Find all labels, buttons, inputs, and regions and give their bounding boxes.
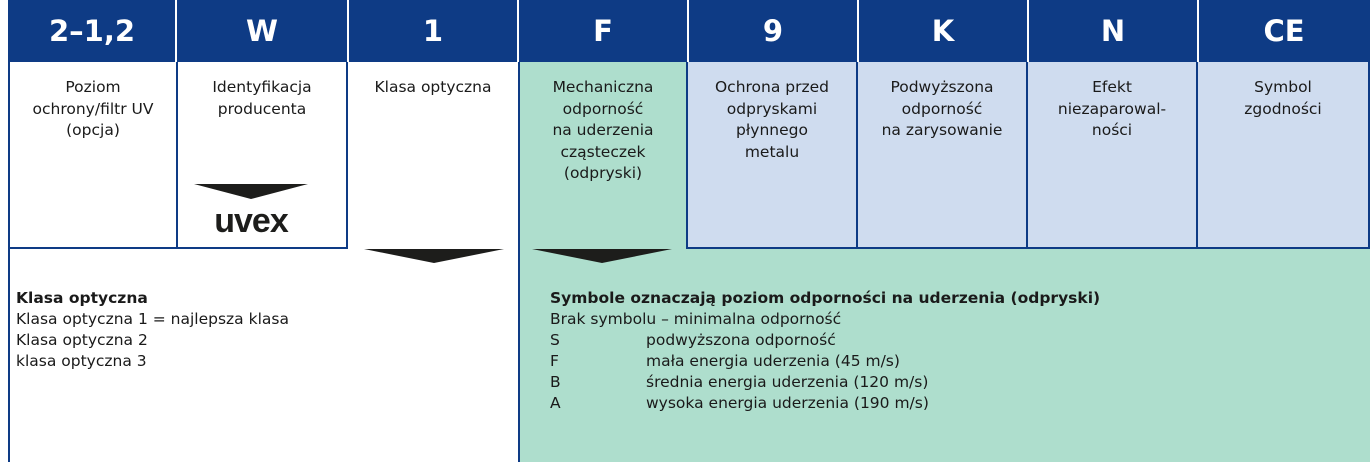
desc-ce: Symbol zgodności	[1198, 62, 1370, 249]
desc-line: zgodności	[1244, 99, 1322, 118]
desc-molten-metal: Ochrona przed odpryskami płynnego metalu	[688, 62, 858, 249]
desc-line: (odpryski)	[563, 164, 643, 182]
code-manufacturer: W	[246, 14, 278, 48]
code-cell-ce: CE	[1198, 0, 1370, 62]
symbol-desc: wysoka energia uderzenia (190 m/s)	[646, 394, 929, 412]
code-cell-uv: 2–1,2	[8, 0, 176, 62]
symbol-code: B	[550, 373, 561, 391]
code-uv: 2–1,2	[48, 14, 136, 48]
desc-optical: Klasa optyczna	[348, 62, 518, 249]
desc-antifog: Efekt niezaparowal- ności	[1028, 62, 1198, 249]
desc-line: producenta	[217, 99, 307, 118]
optical-note-title: Klasa optyczna	[16, 289, 148, 307]
header-divider	[175, 0, 177, 62]
desc-line: metalu	[744, 142, 800, 161]
arrow-down-wedge-icon	[194, 184, 308, 199]
optical-note: Klasa optyczna Klasa optyczna 1 = najlep…	[16, 288, 289, 372]
code-cell-antifog: N	[1028, 0, 1198, 62]
header-divider	[347, 0, 349, 62]
code-cell-mechanical: F	[518, 0, 688, 62]
desc-mechanical: Mechaniczna odporność na uderzenia cząst…	[518, 62, 688, 249]
desc-line: Mechaniczna	[552, 78, 654, 96]
code-cell-manufacturer: W	[176, 0, 348, 62]
header-divider	[687, 0, 689, 62]
desc-line: Efekt	[1092, 78, 1132, 96]
symbol-code: F	[550, 352, 559, 370]
desc-line: (opcja)	[66, 121, 120, 139]
desc-line: Identyfikacja	[212, 78, 312, 96]
desc-line: na zarysowanie	[881, 121, 1003, 139]
symbol-desc: podwyższona odporność	[646, 331, 836, 349]
arrow-down-wedge-icon	[364, 249, 504, 263]
header-divider	[1197, 0, 1199, 62]
desc-line: cząsteczek	[560, 142, 646, 161]
optical-note-line: Klasa optyczna 1 = najlepsza klasa	[16, 310, 289, 328]
desc-line: ności	[1091, 121, 1133, 139]
desc-uv: Poziom ochrony/filtr UV (opcja)	[8, 62, 178, 249]
optical-note-line: Klasa optyczna 2	[16, 331, 148, 349]
svg-text:uvex: uvex	[214, 202, 289, 237]
desc-line: ochrony/filtr UV	[32, 99, 154, 118]
impact-note-title: Symbole oznaczają poziom odporności na u…	[550, 289, 1101, 307]
symbol-row: B średnia energia uderzenia (120 m/s)	[550, 372, 1100, 393]
code-cell-molten-metal: 9	[688, 0, 858, 62]
code-ce: CE	[1263, 14, 1305, 48]
left-border	[8, 249, 10, 462]
code-cell-scratch: K	[858, 0, 1028, 62]
desc-scratch: Podwyższona odporność na zarysowanie	[858, 62, 1028, 249]
impact-note-intro: Brak symbolu – minimalna odporność	[550, 310, 842, 328]
symbol-code: A	[550, 394, 561, 412]
desc-line: Symbol	[1254, 78, 1312, 96]
desc-line: odpryskami	[726, 99, 818, 118]
desc-line: odporność	[562, 99, 644, 118]
impact-panel	[518, 249, 1370, 462]
desc-line: Ochrona przed	[714, 78, 830, 96]
symbol-row: A wysoka energia uderzenia (190 m/s)	[550, 393, 1100, 414]
desc-line: Klasa optyczna	[374, 78, 492, 96]
optical-note-line: klasa optyczna 3	[16, 352, 147, 370]
desc-line: płynnego	[736, 121, 808, 139]
code-cell-optical: 1	[348, 0, 518, 62]
desc-line: Podwyższona	[890, 78, 994, 96]
code-scratch: K	[931, 14, 955, 48]
impact-note: Symbole oznaczają poziom odporności na u…	[550, 288, 1100, 414]
header-divider	[1027, 0, 1029, 62]
symbol-desc: mała energia uderzenia (45 m/s)	[646, 352, 900, 370]
symbol-row: F mała energia uderzenia (45 m/s)	[550, 351, 1100, 372]
symbol-desc: średnia energia uderzenia (120 m/s)	[646, 373, 929, 391]
code-antifog: N	[1100, 14, 1126, 48]
code-molten-metal: 9	[762, 14, 784, 48]
desc-line: Poziom	[65, 78, 121, 96]
desc-line: na uderzenia	[552, 121, 654, 139]
arrow-down-wedge-icon	[532, 249, 672, 263]
symbol-code: S	[550, 331, 560, 349]
code-optical: 1	[422, 14, 444, 48]
header-divider	[517, 0, 519, 62]
desc-manufacturer: Identyfikacja producenta	[178, 62, 348, 249]
symbol-row: S podwyższona odporność	[550, 330, 1100, 351]
desc-line: niezaparowal-	[1057, 99, 1167, 118]
header-divider	[857, 0, 859, 62]
code-mechanical: F	[593, 14, 613, 48]
uvex-logo: uvex	[214, 202, 290, 237]
desc-line: odporność	[901, 99, 983, 118]
